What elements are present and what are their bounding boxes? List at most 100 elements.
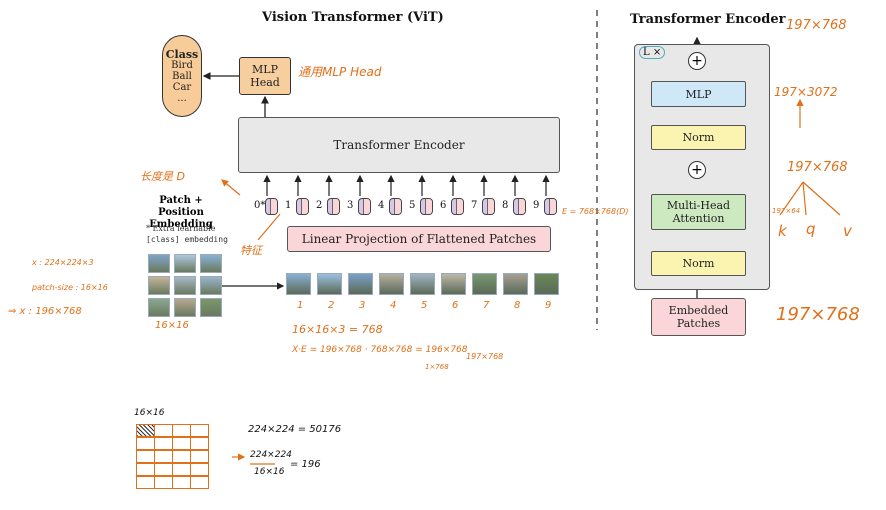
grid-cell: [154, 424, 173, 437]
add-icon: +: [688, 161, 706, 179]
grid-cell: [190, 450, 209, 463]
position-embedding: [270, 199, 277, 214]
token-embedding: [451, 198, 464, 215]
vit-title: Vision Transformer (ViT): [262, 10, 444, 25]
lx-label: L ×: [639, 46, 666, 59]
grid-cell: [136, 424, 155, 437]
emb-dim-note: 197×768: [776, 304, 860, 325]
position-embedding: [363, 199, 370, 214]
area-calc: 224×224 = 50176: [248, 424, 342, 435]
class-item: Bird: [171, 59, 193, 71]
x-result-note: ⇒ x : 196×768: [8, 306, 82, 317]
token-number: 8: [502, 200, 509, 211]
token-number: 1: [285, 200, 292, 211]
grid-cell: [190, 437, 209, 450]
grid-cell: [172, 437, 191, 450]
flattened-patch: [472, 273, 497, 295]
token-embedding: [513, 198, 526, 215]
image-patch: [200, 254, 222, 273]
grid-cell: [172, 463, 191, 476]
grid-cell: [190, 476, 209, 489]
position-embedding: [456, 199, 463, 214]
mlp-head-note: 通用MLP Head: [298, 65, 382, 79]
class-box: Class Bird Ball Car ...: [162, 35, 202, 117]
e-note: E = 768×768(D): [562, 207, 629, 216]
dim-note: 长度是 D: [140, 170, 185, 183]
flattened-patch: [534, 273, 559, 295]
position-embedding: [394, 199, 401, 214]
norm-bottom-block: Norm: [651, 251, 746, 276]
patch-embedding-label: Patch + Position Embedding: [149, 195, 213, 230]
patch-number: 4: [390, 300, 397, 311]
mlp-dim-note: 197×3072: [774, 85, 838, 99]
grid-cell: [136, 476, 155, 489]
grid-cell: [172, 450, 191, 463]
image-patch: [174, 254, 196, 273]
token-embedding: [420, 198, 433, 215]
token-embedding: [327, 198, 340, 215]
patch-number: 7: [483, 300, 490, 311]
class-item: Car: [172, 81, 192, 93]
flattened-patch: [503, 273, 528, 295]
token-number: 6: [440, 200, 447, 211]
image-patch: [200, 276, 222, 295]
grid-size-note: 16×16: [155, 320, 189, 331]
extra-note-2: [class] embedding: [146, 235, 228, 244]
flattened-patch: [410, 273, 435, 295]
image-patch: [148, 298, 170, 317]
calc-xe: X·E = 196×768 · 768×768 = 196×768: [292, 345, 468, 355]
add-icon: +: [688, 52, 706, 70]
image-patch: [200, 298, 222, 317]
token-embedding: [482, 198, 495, 215]
out-dim-note: 197×768: [786, 18, 847, 33]
token-number: 5: [409, 200, 416, 211]
position-embedding: [549, 199, 556, 214]
calc-1x768: 1×768: [425, 363, 449, 371]
position-embedding: [487, 199, 494, 214]
extra-note-1: * Extra learnable: [146, 224, 216, 233]
grid-cell: [172, 424, 191, 437]
div-result: = 196: [290, 459, 321, 470]
token-embedding: [265, 198, 278, 215]
calc-768: 16×16×3 = 768: [292, 323, 383, 336]
attn-dim-note: 197×768: [787, 160, 848, 175]
multi-head-attention-block: Multi-Head Attention: [651, 194, 746, 230]
q-note: q: [806, 220, 816, 238]
token-number: 9: [533, 200, 540, 211]
patch-number: 9: [545, 300, 552, 311]
token-embedding: [544, 198, 557, 215]
grid-cell: [190, 463, 209, 476]
linear-projection-box: Linear Projection of Flattened Patches: [287, 226, 551, 252]
flattened-patch: [317, 273, 342, 295]
class-heading: Class: [165, 47, 199, 61]
encoder-detail-title: Transformer Encoder: [630, 12, 786, 27]
image-patch: [174, 298, 196, 317]
v-note: v: [843, 222, 852, 240]
position-embedding: [332, 199, 339, 214]
token-embedding: [389, 198, 402, 215]
grid-cell: [136, 463, 155, 476]
grid-cell: [172, 476, 191, 489]
patch-size-note: patch-size : 16×16: [32, 283, 108, 292]
transformer-encoder-box: Transformer Encoder: [238, 117, 560, 173]
grid-cell: [154, 437, 173, 450]
position-embedding: [301, 199, 308, 214]
token-embedding: [296, 198, 309, 215]
token-number: 2: [316, 200, 323, 211]
flattened-patch: [379, 273, 404, 295]
norm-top-block: Norm: [651, 125, 746, 150]
flattened-patch: [348, 273, 373, 295]
grid-cell: [154, 476, 173, 489]
token-number: 4: [378, 200, 385, 211]
token-number: 7: [471, 200, 478, 211]
patch-number: 6: [452, 300, 459, 311]
token-embedding: [358, 198, 371, 215]
grid-cell: [190, 424, 209, 437]
position-embedding: [518, 199, 525, 214]
div-bottom: 16×16: [254, 467, 285, 477]
patch-number: 5: [421, 300, 428, 311]
class-item: Ball: [172, 70, 192, 82]
grid-cell: [154, 450, 173, 463]
grid-cell: [136, 437, 155, 450]
image-patch: [148, 254, 170, 273]
